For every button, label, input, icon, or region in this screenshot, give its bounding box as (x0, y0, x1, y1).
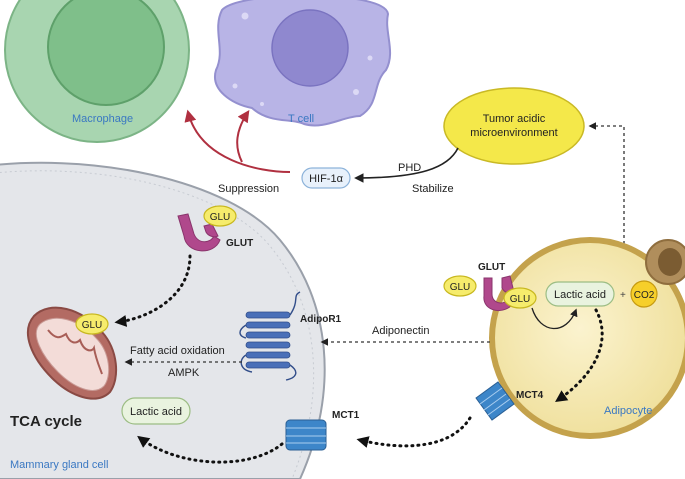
tca-cycle-label: TCA cycle (10, 413, 82, 430)
lactic-to-mct4-arrow (555, 308, 604, 403)
glu-adipo-outside-label: GLU (450, 282, 471, 293)
t-cell-label: T cell (288, 113, 314, 125)
suppression-label: Suppression (218, 183, 279, 195)
mct1-to-lactic-arrow (137, 435, 284, 464)
glu-top-oval (203, 205, 237, 227)
mct4-to-mct1-arrow (356, 416, 472, 448)
glut-to-mito-arrow (114, 254, 192, 327)
plus-sign: + (620, 290, 626, 301)
stabilize-arrow (354, 147, 459, 183)
adiponectin-label: Adiponectin (372, 325, 430, 337)
glu-to-lactic-arrow (531, 307, 578, 330)
mammary-gland-cell-label: Mammary gland cell (10, 459, 108, 471)
adipor1-receptor (239, 291, 301, 381)
tumor-env-line1: Tumor acidic (483, 113, 546, 125)
adipocyte-label: Adipocyte (604, 405, 652, 417)
glut-adipocyte-label: GLUT (478, 262, 505, 273)
mct1-transporter (285, 419, 327, 451)
suppression-arrows (184, 109, 291, 173)
glu-adipo-inside-oval (503, 287, 537, 309)
glu-mito-label: GLU (82, 320, 103, 331)
glu-adipo-inside-label: GLU (510, 294, 531, 305)
t-cell (214, 0, 391, 127)
hif-1a-label: HIF-1α (309, 173, 344, 185)
glut-mammary-transporter (177, 213, 221, 252)
mct1-label: MCT1 (332, 410, 360, 421)
glu-top-label: GLU (210, 212, 231, 223)
tumor-env-line2: microenvironment (470, 127, 557, 139)
stabilize-label: Stabilize (412, 183, 454, 195)
macrophage-label: Macrophage (72, 113, 133, 125)
hif-1a-box (301, 167, 351, 189)
co2-circle (630, 280, 658, 308)
co2-to-tumor-arrow (588, 122, 625, 286)
tumor-acidic-microenvironment (443, 87, 585, 165)
adipor1-label: AdipoR1 (300, 314, 342, 325)
glu-adipo-outside-oval (443, 275, 477, 297)
adipocyte (489, 237, 685, 439)
co2-label: CO2 (634, 290, 655, 301)
glut-mammary-label: GLUT (226, 238, 253, 249)
lactic-acid-adipocyte-box (545, 281, 615, 307)
lactic-acid-mammary-box (121, 397, 191, 425)
mct4-transporter (475, 381, 515, 421)
phd-label: PHD (398, 162, 421, 174)
lactic-acid-mammary-label: Lactic acid (130, 406, 182, 418)
fatty-acid-oxidation-label: Fatty acid oxidation (130, 345, 225, 357)
ampk-label: AMPK (168, 367, 200, 379)
lactic-acid-adipocyte-label: Lactic acid (554, 289, 606, 301)
macrophage (4, 0, 190, 143)
glu-mito-oval (75, 313, 109, 335)
mammary-gland-cell (0, 161, 326, 479)
mct4-label: MCT4 (516, 390, 544, 401)
